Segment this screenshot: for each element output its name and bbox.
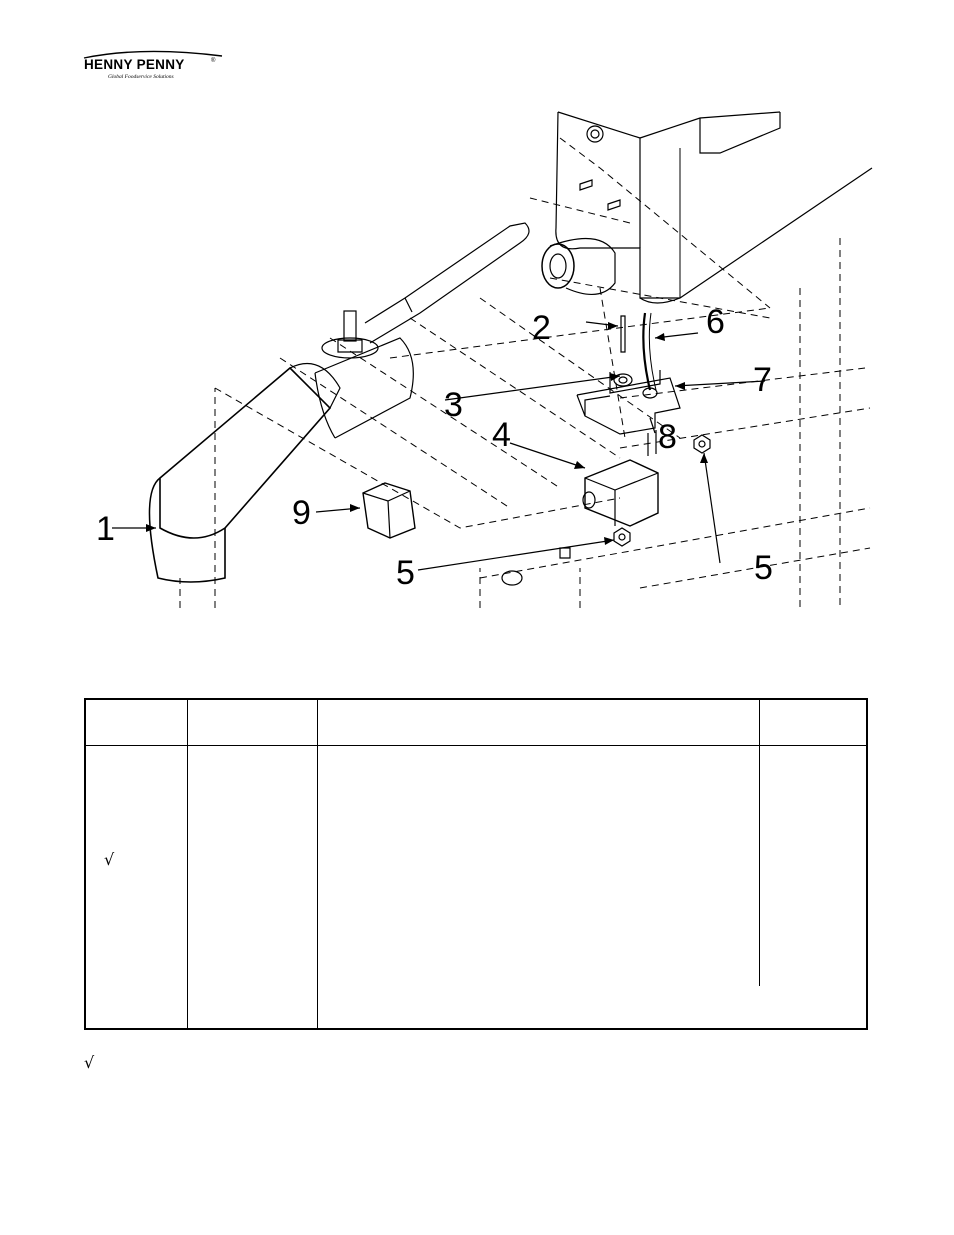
exploded-parts-diagram: 1 2 3 4 5 5 6 7 8 9 — [80, 108, 880, 608]
henny-penny-logo: HENNY PENNY ® Global Foodservice Solutio… — [82, 50, 232, 80]
callout-9: 9 — [292, 494, 311, 532]
footnote-check-mark: √ — [84, 1053, 95, 1072]
parts-table: √ — [84, 698, 868, 1030]
callout-1: 1 — [96, 510, 115, 548]
table-column-divider — [187, 700, 188, 1030]
logo-brand-text: HENNY PENNY — [84, 57, 185, 72]
table-header-divider — [86, 745, 866, 746]
logo-registered-mark: ® — [211, 57, 216, 64]
diagram-drawing — [112, 111, 873, 608]
table-column-divider — [317, 700, 318, 1030]
logo-graphic: HENNY PENNY ® Global Foodservice Solutio… — [83, 50, 223, 80]
callout-6: 6 — [706, 303, 725, 341]
callout-5-left: 5 — [396, 554, 415, 592]
table-column-divider — [759, 700, 760, 986]
logo-tagline: Global Foodservice Solutions — [108, 74, 174, 80]
callout-7: 7 — [753, 361, 772, 399]
callout-2: 2 — [532, 309, 551, 347]
callout-4: 4 — [492, 416, 511, 454]
callout-3: 3 — [444, 386, 463, 424]
callout-8: 8 — [658, 418, 677, 456]
table-check-mark: √ — [104, 850, 115, 869]
callout-5-right: 5 — [754, 549, 773, 587]
